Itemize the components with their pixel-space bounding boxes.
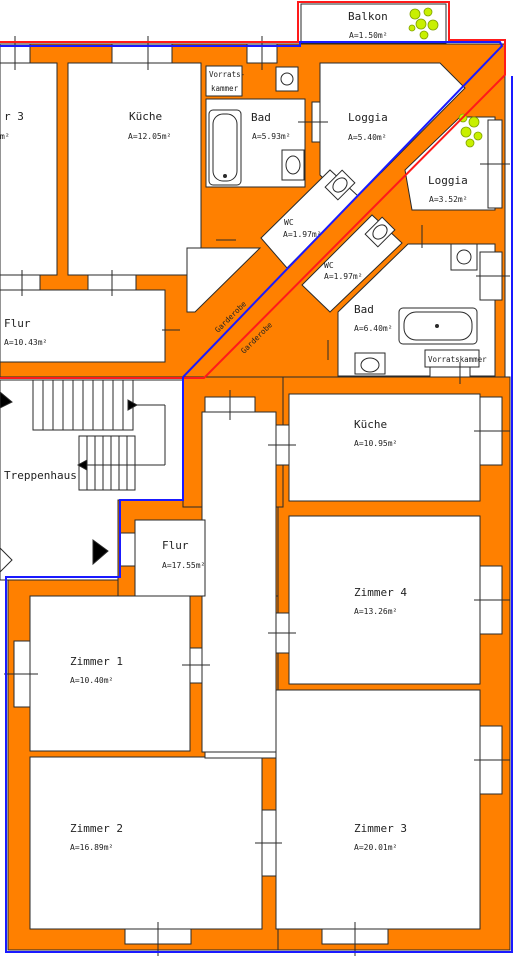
label-zimmer3-bottom-name: Zimmer 3 [354, 822, 407, 835]
room-flur-mid-west [134, 519, 206, 597]
arrow-right-icon [92, 539, 109, 566]
room-vorratskammer-top [205, 65, 243, 97]
staircase [0, 379, 166, 573]
label-vorratskammer-right: Vorratskammer [428, 355, 487, 364]
label-wc-right-area: A=1.97m² [324, 272, 363, 281]
label-zimmer2-name: Zimmer 2 [70, 822, 123, 835]
room-floors [0, 62, 496, 930]
plant-icon [408, 7, 439, 40]
label-balkon-name: Balkon [348, 10, 388, 23]
label-loggia-top-name: Loggia [348, 111, 388, 124]
arrow-left-icon [0, 391, 13, 409]
label-kueche-right-name: Küche [354, 418, 387, 431]
label-zimmer3-bottom-area: A=20.01m² [354, 843, 397, 852]
label-vorratskammer-top-1: Vorrats- [209, 70, 245, 79]
room-zimmer2 [29, 756, 263, 930]
label-wc-left-area: A=1.97m² [283, 230, 322, 239]
label-kueche-top-name: Küche [129, 110, 162, 123]
fixtures [208, 66, 478, 375]
label-zimmer2-area: A=16.89m² [70, 843, 113, 852]
room-labels: r 3 m² Küche A=12.05m² Vorrats- kammer B… [0, 10, 487, 852]
label-zimmer3-top-area: m² [0, 132, 10, 141]
label-bad-right-name: Bad [354, 303, 374, 316]
label-balkon-area: A=1.50m² [349, 31, 388, 40]
label-loggia-right-name: Loggia [428, 174, 468, 187]
room-loggia-top [319, 62, 466, 205]
label-wc-left-name: WC [284, 218, 294, 227]
room-kueche-right [288, 393, 481, 502]
room-zimmer3-top [0, 62, 58, 276]
window-ticks [4, 36, 510, 956]
label-zimmer3-top-name: r 3 [4, 110, 24, 123]
label-flur-mid-area: A=17.55m² [162, 561, 205, 570]
label-vorratskammer-top-2: kammer [211, 84, 239, 93]
room-zimmer4 [288, 515, 481, 685]
label-zimmer4-area: A=13.26m² [354, 607, 397, 616]
label-zimmer1-name: Zimmer 1 [70, 655, 123, 668]
room-kueche-top [67, 62, 202, 276]
label-kueche-right-area: A=10.95m² [354, 439, 397, 448]
boundary-blue [0, 41, 513, 953]
label-bad-top-area: A=5.93m² [252, 132, 291, 141]
label-kueche-top-area: A=12.05m² [128, 132, 171, 141]
label-loggia-right-area: A=3.52m² [429, 195, 468, 204]
boundary-red [0, 1, 506, 379]
room-flur-mid [201, 411, 277, 753]
label-bad-right-area: A=6.40m² [354, 324, 393, 333]
label-bad-top-name: Bad [251, 111, 271, 124]
room-garderobe-corridor [186, 247, 262, 313]
label-treppenhaus: Treppenhaus [4, 469, 77, 482]
label-flur-mid-name: Flur [162, 539, 189, 552]
label-flur-top-name: Flur [4, 317, 31, 330]
label-flur-top-area: A=10.43m² [4, 338, 47, 347]
room-zimmer3-bottom [275, 689, 481, 930]
label-zimmer1-area: A=10.40m² [70, 676, 113, 685]
label-zimmer4-name: Zimmer 4 [354, 586, 407, 599]
label-wc-right-name: WC [324, 261, 334, 270]
room-zimmer1 [29, 595, 191, 752]
label-loggia-top-area: A=5.40m² [348, 133, 387, 142]
